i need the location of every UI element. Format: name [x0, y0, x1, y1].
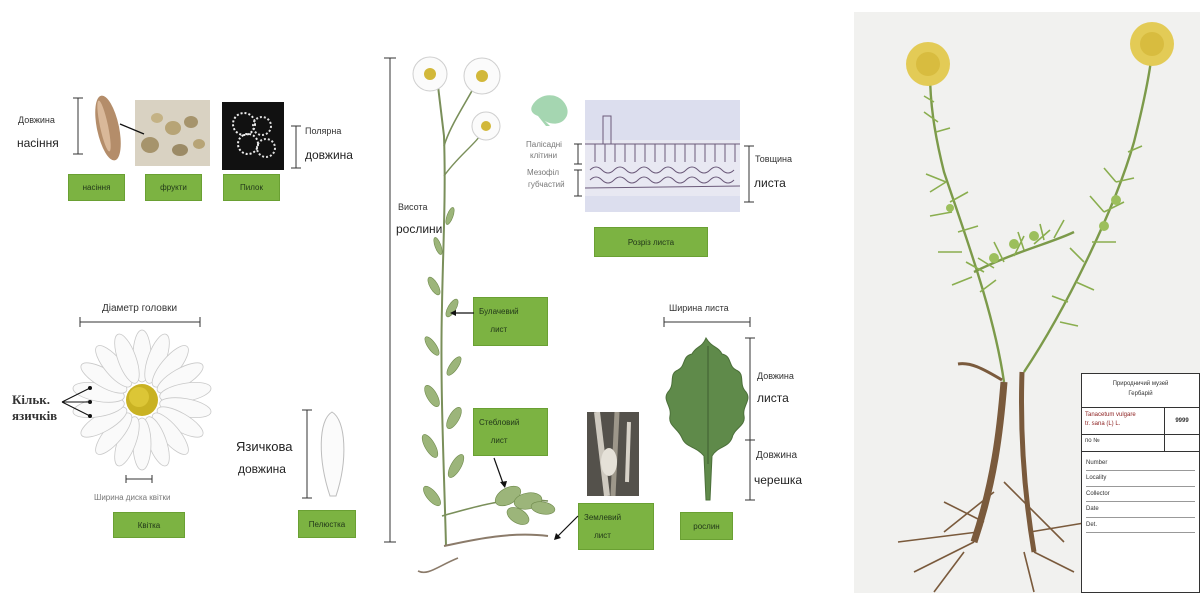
- ray-count-label-1: Кільк.: [12, 392, 50, 408]
- middle-leaf-box: Стебловий лист: [473, 408, 548, 456]
- flower-box: Квітка: [113, 512, 185, 538]
- leaf-left-label-2: клітини: [530, 151, 557, 161]
- pollen-bracket: [289, 124, 303, 170]
- leaf-length-label-1: Довжина: [757, 371, 794, 382]
- label-header: Природничий музей Гербарій: [1082, 374, 1199, 408]
- stem-leaf-box: Булачевий лист: [473, 297, 548, 346]
- label-row1-line2: tr. sana (L) L.: [1085, 420, 1161, 429]
- middle-leaf-box-line1: Стебловий: [479, 418, 519, 427]
- label-line-3: Collector: [1086, 487, 1195, 502]
- root-pointer: [552, 512, 580, 542]
- disc-width-bracket: [124, 474, 154, 484]
- stem-leaf-pointer: [448, 308, 476, 318]
- petal-length-label-1: Язичкова: [236, 439, 292, 455]
- petal-box: Пелюстка: [298, 510, 356, 538]
- leaf-width-label: Ширина листа: [669, 303, 729, 314]
- label-line-2: Locality: [1086, 471, 1195, 486]
- pollen-image: [222, 102, 284, 170]
- label-header-line1: Природничий музей: [1082, 379, 1199, 389]
- label-row2-text: по №: [1082, 435, 1165, 451]
- root-photo: [587, 412, 639, 496]
- leaf-image: [662, 334, 752, 504]
- leaf-icon: [528, 92, 574, 128]
- leaf-width-bracket: [662, 316, 752, 328]
- label-code: 9999: [1165, 408, 1199, 434]
- pollen-label-2: довжина: [305, 148, 353, 163]
- label-lines: Number Locality Collector Date Det.: [1082, 452, 1199, 537]
- petal-length-label-2: довжина: [238, 462, 286, 477]
- root-leaf-box-line2: лист: [594, 531, 611, 540]
- seed-length-label-2: насіння: [17, 136, 59, 151]
- daisy-flower-image: [82, 330, 204, 470]
- leaf-length-label-2: листа: [757, 391, 789, 406]
- leaf-left-label-3: Мезофіл: [527, 168, 559, 178]
- root-leaf-box: Землевий лист: [578, 503, 654, 550]
- leaf-section-box: Розріз листа: [594, 227, 708, 257]
- leaf-left-label-4: губчастий: [528, 180, 565, 190]
- stem-leaf-box-line2: лист: [490, 325, 507, 334]
- disc-width-label: Ширина диска квітки: [94, 493, 170, 503]
- label-header-line2: Гербарій: [1082, 389, 1199, 399]
- label-row1: Tanacetum vulgare tr. sana (L) L. 9999: [1082, 408, 1199, 435]
- label-line-1: Number: [1086, 456, 1195, 471]
- pollen-label-1: Полярна: [305, 126, 341, 137]
- petal-image: [312, 410, 352, 500]
- seed-box: насіння: [68, 174, 125, 201]
- herbarium-label-card: Природничий музей Гербарій Tanacetum vul…: [1081, 373, 1200, 593]
- herbarium-specimen: Природничий музей Гербарій Tanacetum vul…: [854, 12, 1200, 593]
- ray-count-arrows: [60, 384, 100, 420]
- leaf-thickness-label-1: Товщина: [755, 154, 792, 165]
- petiole-length-label-1: Довжина: [756, 450, 797, 463]
- petiole-length-label-2: черешка: [754, 473, 802, 488]
- root-leaf-box-line1: Землевий: [584, 513, 621, 522]
- middle-leaf-box-line2: лист: [491, 436, 508, 445]
- leaf-thickness-label-2: листа: [754, 176, 786, 191]
- fruit-pointer: [118, 120, 148, 140]
- leaf-left-label-1: Палісадні: [526, 140, 562, 150]
- leaf-thickness-bracket: [742, 144, 756, 204]
- plant-height-bracket: [382, 56, 398, 546]
- label-row2: по №: [1082, 435, 1199, 452]
- label-line-4: Date: [1086, 502, 1195, 517]
- seed-length-label-1: Довжина: [18, 115, 55, 126]
- pollen-box: Пилок: [223, 174, 280, 201]
- ray-count-label-2: язичків: [12, 408, 57, 424]
- middle-leaf-pointer: [490, 456, 510, 490]
- label-row1-line1: Tanacetum vulgare: [1085, 411, 1161, 420]
- fruit-box: фрукти: [145, 174, 202, 201]
- stem-leaf-box-line1: Булачевий: [479, 307, 519, 316]
- flower-diameter-bracket: [78, 316, 202, 328]
- flower-diameter-label: Діаметр головки: [102, 303, 177, 316]
- leaf-box: рослин: [680, 512, 733, 540]
- leaf-left-brackets: [570, 142, 584, 198]
- leaf-section-micrograph: [585, 100, 740, 212]
- seed-length-bracket: [70, 96, 86, 158]
- label-line-5: Det.: [1086, 518, 1195, 533]
